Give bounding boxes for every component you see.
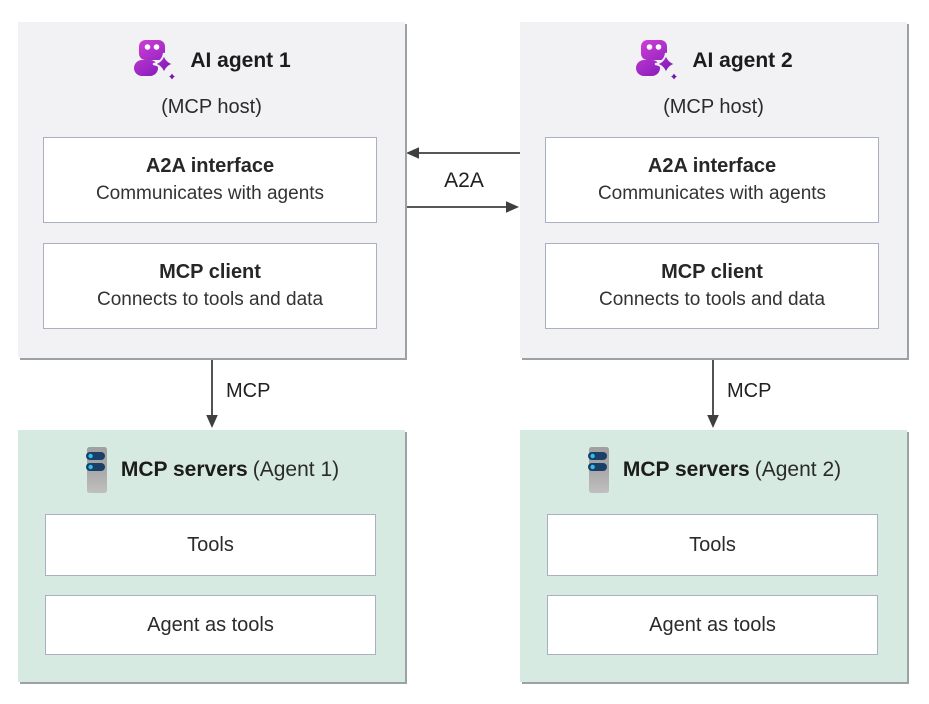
server-title-row: MCP servers(Agent 1) bbox=[18, 446, 405, 494]
agent-title: AI agent 2 bbox=[692, 49, 793, 72]
card-desc: Connects to tools and data bbox=[598, 289, 826, 310]
a2a-interface-card: A2A interface Communicates with agents bbox=[545, 137, 879, 223]
card-title: MCP client bbox=[159, 261, 261, 283]
agent-as-tools-card: Agent as tools bbox=[45, 595, 376, 655]
agent-title: AI agent 1 bbox=[190, 49, 291, 72]
server-title-suffix: (Agent 2) bbox=[754, 458, 842, 481]
agent-title-row: AI agent 2 bbox=[520, 38, 907, 84]
mcp-server-icon bbox=[587, 447, 609, 493]
agent-title-row: AI agent 1 bbox=[18, 38, 405, 84]
agent-subtitle: (MCP host) bbox=[663, 96, 764, 118]
mcp-client-card: MCP client Connects to tools and data bbox=[43, 243, 377, 329]
card-title: MCP client bbox=[661, 261, 763, 283]
mcp-connection-label-right: MCP bbox=[727, 380, 772, 402]
ai-agent-icon bbox=[134, 40, 178, 83]
mcp-servers-2-box: MCP servers(Agent 2) Tools Agent as tool… bbox=[520, 430, 907, 682]
card-desc: Communicates with agents bbox=[95, 183, 325, 204]
ai-agent-1-box: AI agent 1 (MCP host) A2A interface Comm… bbox=[18, 22, 405, 358]
server-title: MCP servers(Agent 1) bbox=[121, 458, 339, 482]
server-title-bold: MCP servers bbox=[622, 458, 750, 481]
a2a-connection-label: A2A bbox=[444, 169, 484, 192]
card-label: Agent as tools bbox=[147, 613, 274, 636]
a2a-interface-card: A2A interface Communicates with agents bbox=[43, 137, 377, 223]
server-title-bold: MCP servers bbox=[120, 458, 248, 481]
mcp-servers-1-box: MCP servers(Agent 1) Tools Agent as tool… bbox=[18, 430, 405, 682]
card-title: A2A interface bbox=[145, 155, 275, 177]
tools-card: Tools bbox=[547, 514, 878, 576]
card-desc: Communicates with agents bbox=[597, 183, 827, 204]
agent-as-tools-card: Agent as tools bbox=[547, 595, 878, 655]
card-title: A2A interface bbox=[647, 155, 777, 177]
mcp-server-icon bbox=[85, 447, 107, 493]
card-label: Agent as tools bbox=[649, 613, 776, 636]
mcp-arrow-right-head bbox=[707, 415, 719, 428]
mcp-client-card: MCP client Connects to tools and data bbox=[545, 243, 879, 329]
a2a-arrow-right-head bbox=[506, 201, 519, 213]
agent-subtitle: (MCP host) bbox=[161, 96, 262, 118]
ai-agent-2-box: AI agent 2 (MCP host) A2A interface Comm… bbox=[520, 22, 907, 358]
card-label: Tools bbox=[187, 533, 234, 556]
a2a-arrow-left-head bbox=[406, 147, 419, 159]
mcp-connection-label-left: MCP bbox=[226, 380, 271, 402]
server-title: MCP servers(Agent 2) bbox=[623, 458, 841, 482]
tools-card: Tools bbox=[45, 514, 376, 576]
ai-agent-icon bbox=[636, 40, 680, 83]
card-label: Tools bbox=[689, 533, 736, 556]
server-title-row: MCP servers(Agent 2) bbox=[520, 446, 907, 494]
card-desc: Connects to tools and data bbox=[96, 289, 324, 310]
server-title-suffix: (Agent 1) bbox=[252, 458, 340, 481]
mcp-arrow-left-head bbox=[206, 415, 218, 428]
